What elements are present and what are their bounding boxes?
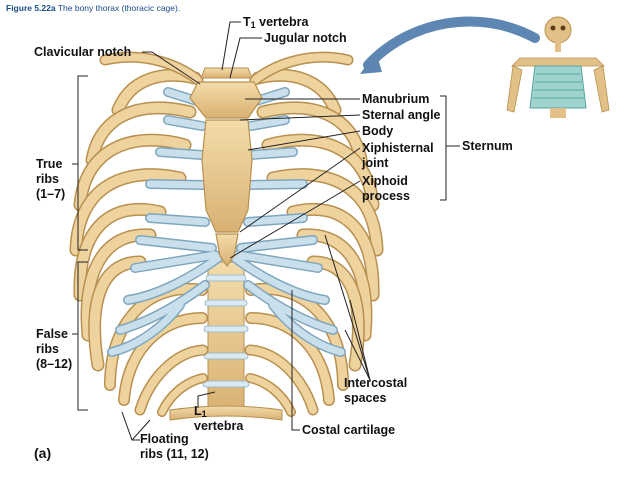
label-sternal-angle: Sternal angle bbox=[362, 108, 441, 122]
sternum-bone bbox=[189, 81, 263, 268]
label-body: Body bbox=[362, 124, 394, 138]
label-clavicular-notch: Clavicular notch bbox=[34, 45, 132, 59]
pointer-arrow bbox=[363, 16, 540, 70]
label-l1-vertebra-letter: L1 bbox=[194, 404, 207, 419]
clavicles bbox=[99, 51, 354, 86]
label-sternum: Sternum bbox=[462, 139, 513, 153]
l1-transverse-processes bbox=[169, 405, 283, 421]
t1-vertebra bbox=[200, 67, 253, 79]
manubrium-shape bbox=[189, 81, 263, 119]
label-manubrium: Manubrium bbox=[362, 92, 430, 106]
pointer-arrow-head bbox=[360, 52, 382, 74]
human-thumbnail bbox=[506, 16, 610, 118]
label-l1-vertebra: vertebra bbox=[194, 419, 244, 433]
label-jugular-notch: Jugular notch bbox=[264, 31, 347, 45]
label-t1-vertebra: T1 vertebra bbox=[243, 15, 309, 30]
figure-title: The bony thorax (thoracic cage). bbox=[57, 3, 181, 13]
figure-caption: Figure 5.22a The bony thorax (thoracic c… bbox=[6, 3, 180, 13]
panel-label: (a) bbox=[34, 445, 52, 461]
label-costal-cartilage: Costal cartilage bbox=[302, 423, 396, 437]
figure-number: Figure 5.22a bbox=[6, 3, 56, 13]
costal-cartilages bbox=[107, 87, 346, 357]
leader-lines bbox=[72, 21, 460, 441]
xiphoid-shape bbox=[215, 233, 239, 268]
ribs-left bbox=[69, 68, 209, 417]
vertebral-column bbox=[169, 261, 283, 421]
sternal-body-shape bbox=[201, 119, 253, 233]
